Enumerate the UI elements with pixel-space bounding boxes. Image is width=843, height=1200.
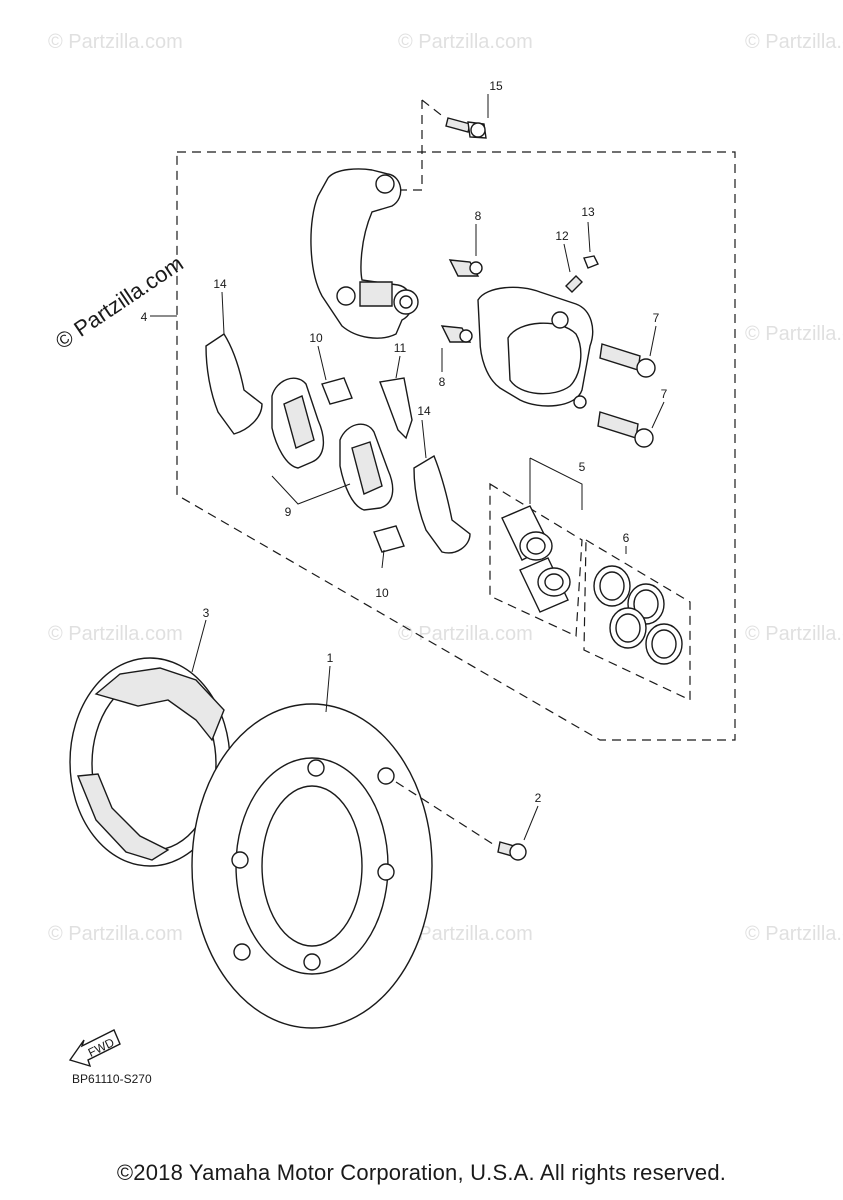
leader-line (221, 291, 225, 335)
pin-bolt-7-upper (599, 343, 656, 378)
callout-6: 6 (623, 531, 630, 545)
leader-line (651, 401, 665, 429)
callout-4: 4 (141, 310, 148, 324)
pad-spring-10-lower (373, 525, 405, 553)
callout-layer: 1 2 3 4 5 6 7 7 8 8 9 10 10 11 12 13 14 … (141, 79, 668, 805)
callout-3: 3 (203, 606, 210, 620)
caliper-body (477, 286, 594, 409)
callout-7-lower: 7 (661, 387, 668, 401)
pin-bolt-7-lower (597, 411, 654, 448)
callout-8-lower: 8 (439, 375, 446, 389)
fwd-arrow-icon: FWD (68, 1029, 121, 1068)
caliper-assembly-boundary (176, 151, 736, 741)
leader-line (421, 99, 446, 119)
pad-clip-11 (379, 377, 413, 440)
brake-pad-9-right (339, 423, 394, 511)
brake-pad-9-left (271, 377, 325, 469)
callout-15: 15 (489, 79, 503, 93)
callout-14-right: 14 (417, 404, 431, 418)
bleed-cap-13 (583, 255, 599, 269)
bleed-screw-12 (565, 275, 583, 293)
brake-disc-1 (191, 703, 433, 1029)
leader-line (381, 549, 385, 569)
callout-10-lower: 10 (375, 586, 389, 600)
callout-7-upper: 7 (653, 311, 660, 325)
leader-line (395, 355, 401, 379)
watermark: © Partzilla.com (398, 623, 533, 645)
callout-11: 11 (394, 341, 407, 355)
watermark: © Partzilla.com (398, 923, 533, 945)
leader-line (317, 345, 327, 381)
callout-14-left: 14 (213, 277, 227, 291)
pad-shim-14-right (413, 454, 471, 554)
callout-13: 13 (581, 205, 595, 219)
watermark: © Partzilla.com (745, 923, 843, 945)
caliper-bolt-15 (445, 117, 487, 139)
leader-line (649, 325, 657, 357)
leader-line (400, 100, 423, 191)
callout-12: 12 (555, 229, 569, 243)
watermark-large: © Partzilla.com (51, 251, 188, 355)
watermark: © Partzilla.com (745, 31, 843, 53)
leader-line (271, 475, 351, 505)
callout-9: 9 (285, 505, 292, 519)
pad-spring-10-upper (321, 377, 353, 405)
watermark: © Partzilla.com (398, 31, 533, 53)
callout-1: 1 (327, 651, 334, 665)
leader-line (395, 781, 497, 847)
leader-line (523, 805, 539, 841)
watermark: © Partzilla.com (745, 323, 843, 345)
callout-5: 5 (579, 460, 586, 474)
piston-group-box (489, 482, 583, 637)
leader-line (421, 419, 427, 459)
rotor-ring-3 (69, 657, 231, 867)
caliper-bracket (310, 168, 419, 339)
leader-line (325, 665, 331, 713)
pad-shim-14-left (205, 333, 263, 435)
leader-line (529, 457, 583, 510)
diagram-code: BP61110-S270 (72, 1072, 152, 1086)
leader-line (587, 221, 591, 253)
copyright-notice: ©2018 Yamaha Motor Corporation, U.S.A. A… (116, 1160, 727, 1185)
watermark-layer: © Partzilla.com © Partzilla.com © Partzi… (48, 31, 843, 945)
watermark: © Partzilla.com (48, 923, 183, 945)
watermark: © Partzilla.com (48, 31, 183, 53)
piston-seals-6 (593, 565, 683, 665)
seal-group-box (583, 538, 691, 701)
piston-lower (519, 557, 571, 613)
piston-upper (501, 505, 553, 561)
leader-line (191, 619, 207, 673)
disc-bolt-2 (497, 841, 527, 861)
callout-8-upper: 8 (475, 209, 482, 223)
callout-10-upper: 10 (309, 331, 323, 345)
watermark: © Partzilla.com (48, 623, 183, 645)
slide-pin-boot-8-upper (448, 259, 483, 277)
watermark: © Partzilla.com (745, 623, 843, 645)
callout-2: 2 (535, 791, 542, 805)
leader-line (563, 243, 571, 273)
slide-pin-boot-8-lower (440, 325, 473, 343)
